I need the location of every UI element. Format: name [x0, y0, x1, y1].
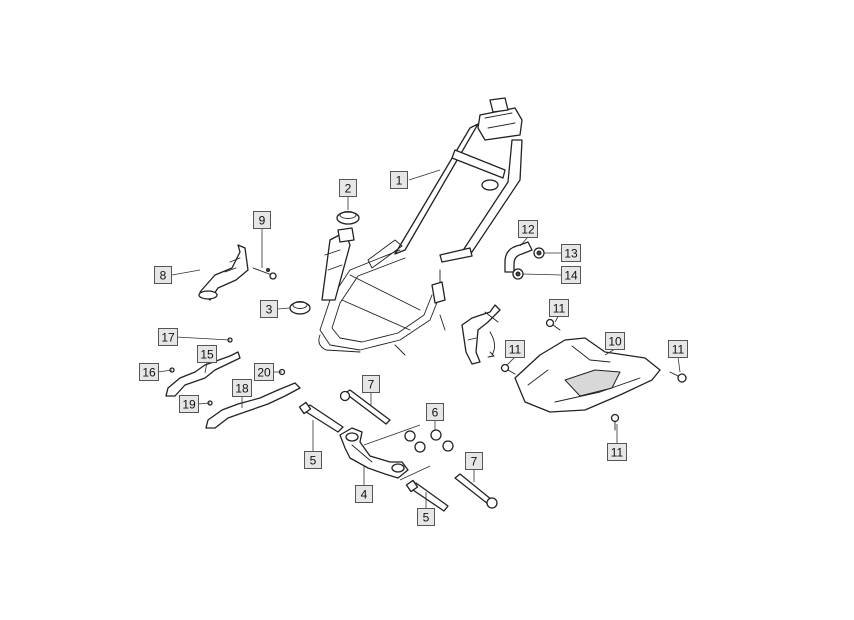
rubber-ring-part-3: [289, 301, 311, 315]
callout-box: [605, 332, 625, 350]
callout-c10: 10: [605, 332, 625, 350]
callout-box: [139, 363, 159, 381]
callout-box: [518, 220, 538, 238]
rubber-ring-part-2: [336, 211, 360, 225]
callout-c11c: 11: [668, 340, 688, 358]
bolt-part-9: [252, 267, 277, 280]
bolt-part-5b: [405, 479, 449, 512]
callout-box: [260, 300, 278, 318]
callout-box: [154, 266, 172, 284]
callout-number: 9: [259, 214, 266, 228]
callout-number: 18: [235, 382, 249, 396]
stand-bracket-part-8: [198, 244, 249, 301]
callout-box: [179, 395, 199, 413]
callout-c6: 6: [426, 403, 444, 421]
callout-c16: 16: [139, 363, 159, 381]
callout-c2: 2: [339, 179, 357, 197]
callout-number: 7: [471, 455, 478, 469]
screw-part-11d: [610, 413, 620, 431]
callout-c18: 18: [232, 379, 252, 397]
callout-c4: 4: [355, 485, 373, 503]
callout-number: 8: [160, 269, 167, 283]
callout-box: [197, 345, 217, 363]
callout-number: 17: [161, 331, 175, 345]
callout-number: 11: [611, 446, 624, 460]
callout-box: [254, 363, 274, 381]
callout-number: 7: [368, 378, 375, 392]
callout-c1: 1: [390, 171, 408, 189]
nuts-part-6: [404, 429, 454, 453]
callout-box: [561, 266, 581, 284]
callout-c13: 13: [561, 244, 581, 262]
callout-box: [390, 171, 408, 189]
callout-box: [355, 485, 373, 503]
engine-hanger-part-4: [339, 427, 409, 479]
callout-number: 11: [672, 343, 685, 357]
bolt-part-7a: [339, 389, 391, 425]
callout-box: [304, 451, 322, 469]
callout-box: [417, 508, 435, 526]
callout-c9: 9: [253, 211, 271, 229]
callout-number: 3: [266, 303, 273, 317]
callout-c17: 17: [158, 328, 178, 346]
callout-c20: 20: [254, 363, 274, 381]
callout-box: [158, 328, 178, 346]
callout-number: 13: [564, 247, 578, 261]
callout-number: 11: [509, 343, 522, 357]
callout-box: [362, 375, 380, 393]
callout-box: [505, 340, 525, 358]
under-cover-part-10: [514, 337, 661, 413]
callout-number: 16: [142, 366, 156, 380]
callout-number: 12: [521, 223, 535, 237]
screw-part-11b: [500, 363, 516, 375]
screw-part-11a: [545, 318, 561, 331]
callout-c8: 8: [154, 266, 172, 284]
hose-part-12: [504, 241, 545, 280]
frame-part: [318, 97, 523, 356]
callout-number: 2: [345, 182, 352, 196]
callout-c7b: 7: [465, 452, 483, 470]
callout-c5a: 5: [304, 451, 322, 469]
callout-c11a: 11: [549, 299, 569, 317]
callout-number: 1: [396, 174, 403, 188]
bolt-part-7b: [454, 473, 498, 509]
callout-box: [426, 403, 444, 421]
callout-c3: 3: [260, 300, 278, 318]
callout-box: [549, 299, 569, 317]
leader-lines: [157, 169, 681, 508]
callout-c19: 19: [179, 395, 199, 413]
callout-box: [232, 379, 252, 397]
callout-box: [465, 452, 483, 470]
callout-c11d: 11: [607, 443, 627, 461]
screw-part-11c: [669, 371, 687, 383]
callout-box: [561, 244, 581, 262]
callout-number: 5: [310, 454, 317, 468]
callout-c12: 12: [518, 220, 538, 238]
callout-c11b: 11: [505, 340, 525, 358]
callout-number: 4: [361, 488, 368, 502]
callout-c5b: 5: [417, 508, 435, 526]
callout-box: [253, 211, 271, 229]
callout-box: [339, 179, 357, 197]
callout-number: 14: [564, 269, 578, 283]
callout-c15: 15: [197, 345, 217, 363]
callout-box: [607, 443, 627, 461]
callout-number: 5: [423, 511, 430, 525]
callout-box: [668, 340, 688, 358]
bolt-part-5a: [298, 401, 344, 433]
side-stand-part: [461, 304, 501, 365]
callout-number: 6: [432, 406, 439, 420]
callout-c14: 14: [561, 266, 581, 284]
callout-number: 11: [553, 302, 566, 316]
callout-number: 19: [182, 398, 196, 412]
callout-number: 15: [200, 348, 214, 362]
callout-number: 20: [257, 366, 271, 380]
callout-number: 10: [608, 335, 622, 349]
callout-c7a: 7: [362, 375, 380, 393]
bracket-part-18: [205, 368, 301, 429]
